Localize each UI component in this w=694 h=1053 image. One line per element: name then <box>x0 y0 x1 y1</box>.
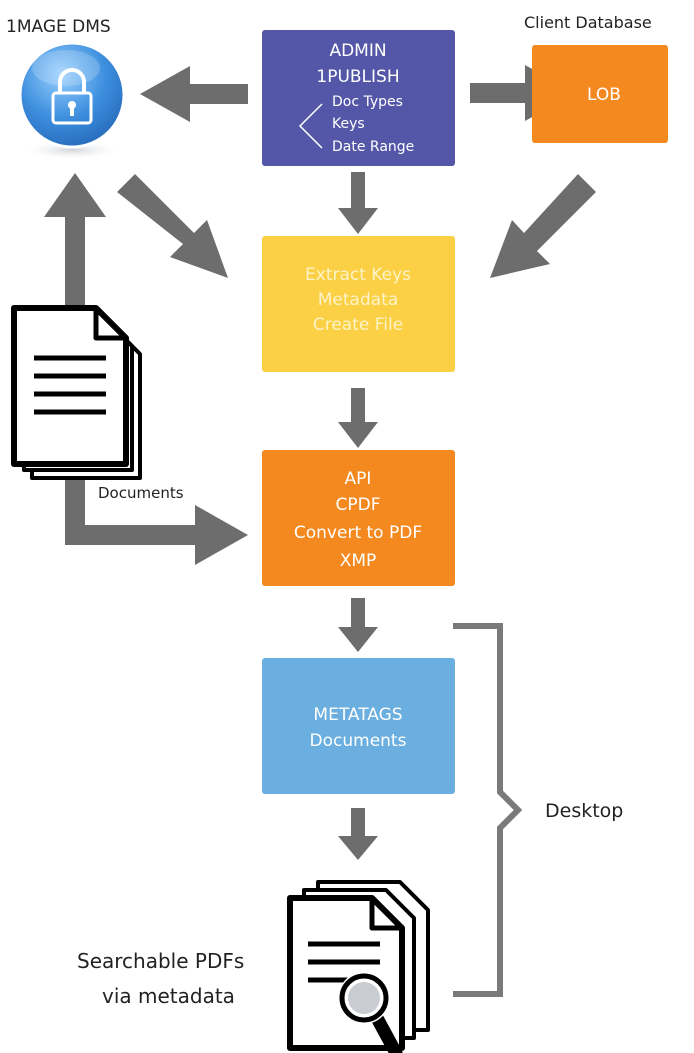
document-stack-icon <box>11 305 142 480</box>
desktop-bracket <box>453 623 523 997</box>
metatags-line1: METATAGS <box>313 705 402 725</box>
arrow-admin-to-dms <box>140 66 248 122</box>
search-documents-icon <box>287 880 430 1053</box>
arrow-lob-to-extract <box>490 174 596 278</box>
admin-brace <box>298 103 323 149</box>
extract-line3: Create File <box>313 315 403 335</box>
lob-box <box>532 45 668 143</box>
dms-label: 1MAGE DMS <box>6 17 111 37</box>
searchable-label-line2: via metadata <box>102 984 235 1008</box>
arrow-metatags-to-pdfs <box>338 808 378 860</box>
arrow-api-to-metatags <box>338 598 378 652</box>
extract-box <box>262 236 455 372</box>
extract-line1: Extract Keys <box>305 265 411 285</box>
api-line4: XMP <box>340 551 377 571</box>
metatags-line2: Documents <box>310 731 407 751</box>
arrow-extract-to-api <box>338 388 378 448</box>
searchable-label-line1: Searchable PDFs <box>77 949 244 973</box>
documents-label: Documents <box>98 484 184 502</box>
api-line1: API <box>345 469 372 489</box>
admin-item-date-range: Date Range <box>332 139 414 155</box>
extract-line2: Metadata <box>318 290 399 310</box>
admin-box <box>262 30 455 166</box>
arrow-docs-to-dms <box>44 173 106 325</box>
arrows <box>44 65 596 860</box>
api-line2: CPDF <box>336 495 381 515</box>
lob-label: LOB <box>587 85 621 105</box>
api-line3: Convert to PDF <box>294 523 422 543</box>
admin-title: ADMIN <box>329 41 386 61</box>
metatags-box <box>262 658 455 794</box>
desktop-label: Desktop <box>545 800 623 822</box>
arrow-docs-to-api <box>65 460 248 565</box>
arrow-dms-to-extract <box>117 174 228 278</box>
arrow-admin-to-extract <box>338 172 378 234</box>
admin-subtitle: 1PUBLISH <box>316 67 399 87</box>
lock-icon <box>18 41 126 160</box>
api-box <box>262 450 455 586</box>
admin-item-keys: Keys <box>332 116 365 132</box>
admin-item-doc-types: Doc Types <box>332 94 403 110</box>
client-db-label: Client Database <box>524 13 652 32</box>
